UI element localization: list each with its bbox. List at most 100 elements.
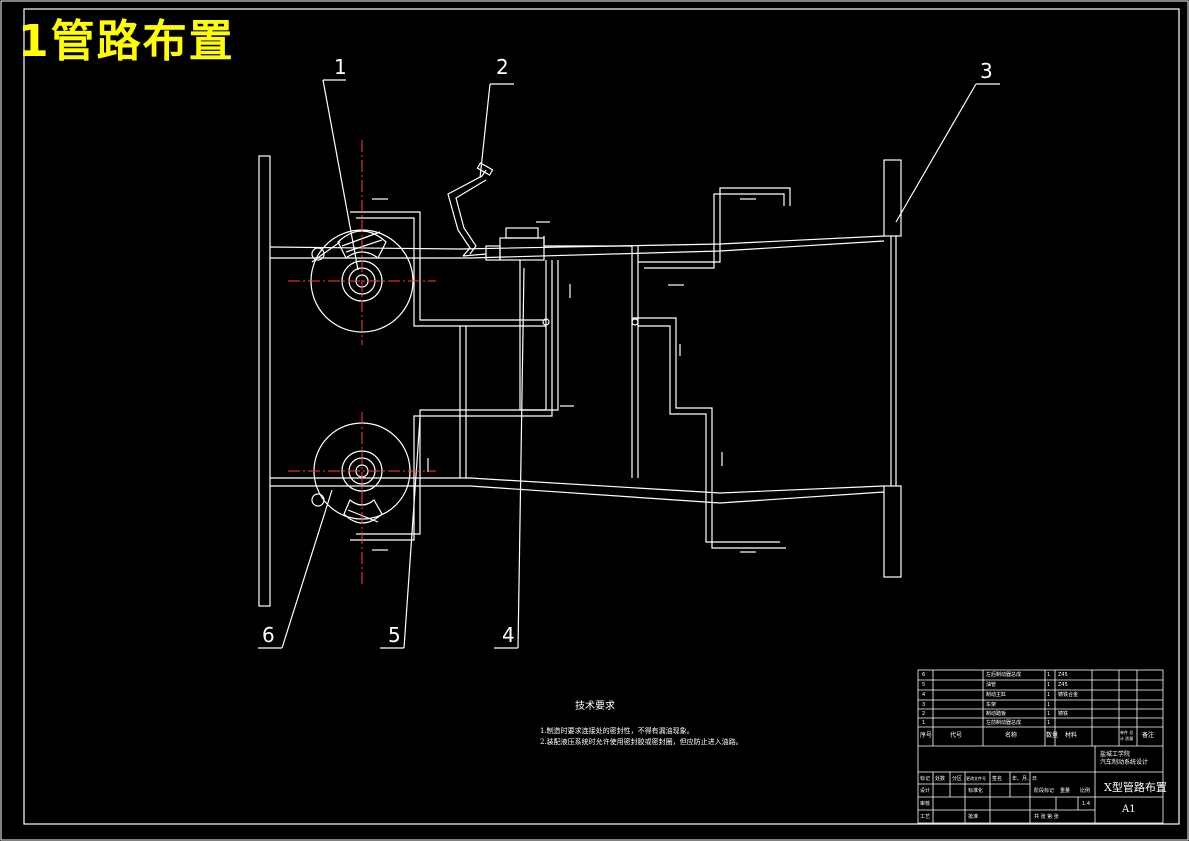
drawing-name: X型管路布置 — [1104, 781, 1167, 794]
inner-border — [23, 8, 1180, 825]
label-change-doc: 更改文件号 — [966, 776, 986, 781]
part-row-qty: 1 — [1047, 720, 1051, 726]
right-frame-rail-lower — [883, 485, 902, 578]
part-row-no: 3 — [922, 702, 926, 708]
rear-caliper-hatch — [347, 509, 379, 523]
callout-3: 3 — [980, 59, 993, 83]
centerlines — [288, 140, 436, 584]
leader-5 — [403, 417, 421, 649]
tech-requirements-heading: 技术要求 — [575, 701, 615, 712]
front-caliper-hatch-2 — [345, 239, 383, 253]
label-date: 年、月、日 — [1012, 776, 1038, 782]
pipe-front-right — [638, 187, 791, 263]
project-name: 汽车制动系统设计 — [1100, 759, 1149, 766]
callout-5: 5 — [388, 623, 401, 647]
callout-1: 1 — [334, 55, 347, 79]
part-row-no: 5 — [922, 682, 926, 688]
header-qty: 数量 — [1046, 732, 1059, 739]
leader-2 — [479, 83, 491, 179]
master-cylinder-reservoir — [505, 227, 539, 239]
front-caliper — [337, 230, 387, 259]
part-row-qty: 1 — [1047, 682, 1051, 688]
header-code: 代号 — [950, 732, 963, 739]
pipe-rear-right — [632, 317, 786, 549]
left-frame-rail — [258, 155, 271, 607]
leader-3 — [895, 83, 977, 223]
header-name: 名称 — [1005, 732, 1018, 739]
frame-bottom-member-2 — [270, 485, 885, 504]
header-remark: 备注 — [1142, 732, 1155, 739]
brake-pedal-lever — [447, 169, 487, 257]
frame-bottom-member — [270, 477, 885, 494]
pushrod — [462, 253, 487, 257]
brake-pedal-pad — [476, 162, 494, 176]
page-title: 1管路布置 — [18, 16, 235, 67]
pipe-rear-right-2 — [638, 325, 780, 543]
title-block-frame — [917, 669, 1164, 824]
label-stage: 阶段标记 — [1034, 788, 1055, 794]
part-row-no: 4 — [922, 692, 926, 698]
leader-1 — [322, 79, 359, 271]
label-weight: 重量 — [1060, 788, 1071, 794]
part-row-name: 左后制动器总成 — [986, 672, 1022, 678]
brake-pedal-lever-2 — [455, 179, 487, 255]
pipe-front-upper-2 — [356, 217, 546, 327]
title-block — [917, 669, 1164, 824]
part-row-qty: 1 — [1047, 702, 1051, 708]
header-weight: 单件 总计 质量 — [1120, 730, 1134, 741]
front-caliper-hatch — [341, 231, 381, 247]
pipe-front-right-2 — [644, 193, 785, 269]
mechanical-drawing — [258, 79, 1000, 649]
pipe-right-branch — [543, 236, 633, 478]
front-arm — [311, 241, 341, 263]
rear-hub — [341, 450, 383, 492]
part-row-material: Z45 — [1058, 672, 1068, 678]
part-row-no: 6 — [922, 672, 926, 678]
callout-4: 4 — [502, 623, 515, 647]
tech-requirement-2: 2.装配液压系统时允许使用密封胶或密封圈，但应防止进入油路。 — [540, 738, 743, 746]
part-row-name: 左前制动器总成 — [986, 720, 1022, 726]
part-row-name: 油管 — [986, 682, 997, 688]
part-row-material: 铸铁 — [1058, 711, 1069, 717]
part-row-name: 车架 — [986, 702, 997, 708]
pipe-front-upper — [350, 211, 546, 321]
label-approve: 批准 — [968, 814, 979, 820]
sheet-size: A1 — [1122, 804, 1136, 815]
label-process: 工艺 — [920, 814, 931, 820]
label-design: 设计 — [920, 788, 931, 794]
part-row-qty: 1 — [1047, 711, 1051, 717]
label-standardize: 标准化 — [968, 788, 984, 794]
pipe-junction-2 — [631, 318, 639, 326]
part-row-no: 2 — [922, 711, 926, 717]
right-frame-rail-upper — [883, 159, 902, 237]
part-row-material: Z45 — [1058, 682, 1068, 688]
part-row-material: 铸铁合金 — [1058, 692, 1079, 698]
part-row-name: 制动主缸 — [986, 692, 1007, 698]
header-no: 序号 — [920, 732, 933, 739]
part-row-no: 1 — [922, 720, 926, 726]
pipe-rear-lower — [350, 260, 553, 541]
label-signature: 签名 — [992, 776, 1003, 782]
rear-caliper — [343, 499, 383, 524]
leader-4 — [517, 267, 525, 649]
pipe-rear-lower-2 — [356, 260, 559, 535]
frame-top-member-2 — [270, 240, 885, 259]
header-material: 材料 — [1065, 732, 1078, 739]
label-ratio: 比例 — [1080, 788, 1091, 794]
tech-requirement-1: 1.制造时要求连接处的密封性，不得有漏油现象。 — [540, 727, 694, 735]
part-row-name: 制动踏板 — [986, 711, 1007, 717]
part-row-qty: 1 — [1047, 672, 1051, 678]
pipe-junction-1 — [542, 318, 550, 326]
school-name: 盐城工学院 — [1100, 751, 1131, 758]
callout-6: 6 — [262, 623, 275, 647]
callout-2: 2 — [496, 55, 509, 79]
label-mark: 标记 — [920, 776, 931, 782]
label-count: 处数 — [935, 776, 946, 782]
scale-value: 1:4 — [1082, 801, 1091, 807]
leader-6 — [281, 489, 333, 649]
rear-pivot — [311, 493, 325, 507]
label-review: 审核 — [920, 801, 931, 807]
label-zone: 分区 — [952, 776, 963, 782]
